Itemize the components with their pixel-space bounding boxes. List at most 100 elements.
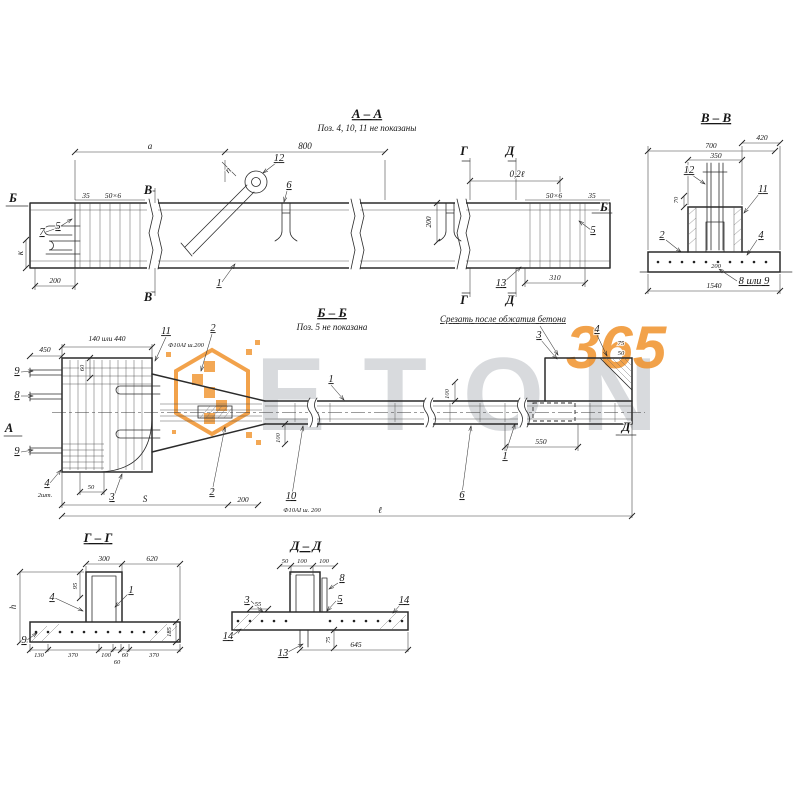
pos-4-bb-top: 4 [594,324,600,335]
corner-pad-outline [544,357,633,402]
pos-6-aa: 6 [286,180,292,191]
section-v-bottom: В [143,290,152,304]
dim-130-gg: 130 [34,652,45,659]
dim-200-left: 200 [49,276,61,285]
pos-1-aa: 1 [216,278,221,289]
pos-14-dd-left: 14 [223,631,234,642]
view-dd-title: Д – Д [290,538,323,553]
view-vv-title: В – В [700,110,732,125]
pos-13-aa: 13 [496,278,507,289]
dim-75-dd: 75 [325,636,332,643]
stirrups-left [79,203,141,268]
section-g-top: Г [459,144,468,158]
pos-4-vv: 4 [758,230,764,241]
dim-645: 645 [350,640,362,649]
dim-75-bb: 75 [618,340,625,347]
pos-5-right: 5 [590,225,595,236]
dim-800: 800 [298,141,312,151]
view-aa-title: А – А [351,106,383,121]
dim-1540: 1540 [707,281,722,290]
pos-3-dd: 3 [243,595,249,606]
dim-70: 70 [673,196,680,203]
view-gg-section [16,560,184,654]
hairpin-loops [115,385,161,439]
dim-n: п [223,164,234,175]
section-a-left: А [4,421,13,435]
pos-9-bb-1: 9 [14,366,20,377]
dim-200-bb: 200 [237,495,249,504]
dim-50-bb-bottom: 50 [88,484,95,491]
dim-100-dd-1: 100 [297,558,308,565]
dim-50-dd: 50 [282,558,289,565]
pos-8-or-9: 8 или 9 [739,276,771,287]
section-d-right: Д [621,420,631,434]
pos-12: 12 [274,153,285,164]
watermark-badge-text: 365 [566,314,668,381]
dim-100-below: 100 [275,432,282,443]
tee-outline [231,571,409,631]
pos-8-dd: 8 [339,573,345,584]
pos-11-vv: 11 [758,184,768,195]
dim-a-label: а [148,141,153,151]
dim-370-gg-2: 370 [148,652,160,659]
view-vv-section [639,139,793,295]
dim-60-gg-2: 60 [122,652,129,659]
pos-9-bb-2: 9 [14,446,20,457]
pos-7: 7 [39,227,45,238]
stem-outline [687,206,743,253]
dim-310: 310 [548,273,561,282]
dim-300: 300 [97,554,110,563]
embedded-plate [532,402,576,422]
pos-11-bb: 11 [161,326,171,337]
view-gg-title: Г – Г [83,530,113,545]
dim-100-gg: 100 [101,652,112,659]
protruding-bars [29,367,63,456]
stirrups-right [529,203,586,268]
qty-2sht: 2шт. [38,492,53,499]
dim-h: h [8,604,18,609]
section-d-top: Д [505,144,515,158]
dim-620: 620 [146,554,158,563]
spec-f10-top: Ф10АI ш.200 [168,342,205,349]
dim-350: 350 [709,151,722,160]
pos-5-left: 5 [55,221,60,232]
anchor-bolts [702,162,728,251]
dim-50x6-left: 50×6 [105,191,122,200]
dim-420: 420 [756,133,768,142]
dim-700: 700 [705,141,717,150]
pos-2-bb-top: 2 [210,323,216,334]
view-aa-elevation [5,148,613,297]
pos-1-gg: 1 [128,585,133,596]
pos-8-bb: 8 [14,390,20,401]
pos-13-dd: 13 [278,648,289,659]
dim-k: к [15,250,25,255]
tee-outline [29,571,181,643]
pos-5-dd: 5 [337,594,342,605]
view-bb-subtitle: Поз. 5 не показана [296,322,368,332]
pos-3-bb-bottom: 3 [108,492,114,503]
dim-50x6-right: 50×6 [546,191,563,200]
view-dd-section [231,562,412,654]
section-d-bottom: Д [505,293,515,307]
pos-2-bb-bottom: 2 [209,487,215,498]
dim-s-label: S [143,494,148,504]
section-b-left: Б [8,191,17,205]
dim-450: 450 [39,345,51,354]
pos-3-bb-top: 3 [535,330,541,341]
lifting-loop [438,202,462,242]
dim-100-dd-2: 100 [319,558,330,565]
section-g-bottom: Г [459,293,468,307]
pos-4-bb-left: 4 [44,478,50,489]
dim-95: 95 [72,582,79,589]
dim-0-2l: 0,2ℓ [510,169,525,179]
pos-6-bb: 6 [459,490,465,501]
hooked-bars [44,225,81,255]
section-b-right: Б [599,200,608,214]
dim-100-above: 100 [444,388,451,399]
note-cut-after: Срезать после обжатия бетона [440,314,566,324]
pos-12-vv: 12 [684,165,695,176]
dim-140-or-440: 140 или 440 [88,334,125,343]
pos-10: 10 [286,491,297,502]
